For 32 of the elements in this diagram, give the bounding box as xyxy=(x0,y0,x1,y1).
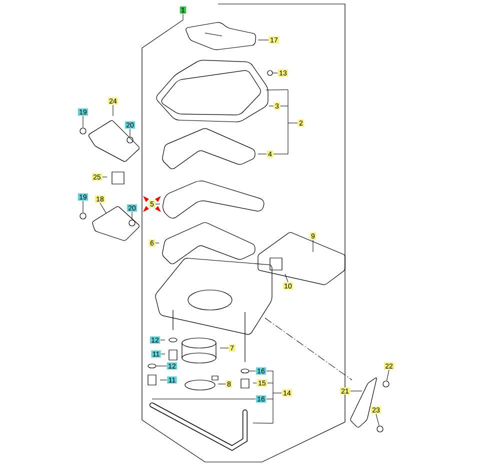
leader-line xyxy=(155,242,160,244)
bolt xyxy=(267,70,273,76)
bolt xyxy=(128,220,136,226)
leader-line xyxy=(249,370,256,372)
leader-line xyxy=(312,240,314,252)
leader-line xyxy=(266,370,274,372)
leader-line xyxy=(376,414,380,426)
bolt xyxy=(148,364,156,368)
bolt xyxy=(80,212,86,220)
leader-line xyxy=(386,370,390,382)
leader-line xyxy=(252,382,257,384)
leader-line xyxy=(272,392,282,394)
leader-line xyxy=(82,200,84,213)
leader-line xyxy=(252,422,274,424)
leader-line xyxy=(272,72,278,74)
bolt xyxy=(80,128,86,134)
bolt xyxy=(376,426,384,432)
leader-line xyxy=(284,274,288,282)
bolt xyxy=(126,136,134,144)
bolt xyxy=(240,368,250,374)
leader-line xyxy=(267,382,274,384)
leader-line xyxy=(350,390,362,392)
leader-line xyxy=(142,14,184,48)
leader-line xyxy=(102,176,108,178)
leader-line xyxy=(112,104,114,116)
leader-line xyxy=(100,202,106,214)
leader-line xyxy=(288,122,298,124)
leader-line xyxy=(152,398,256,400)
leader-line xyxy=(266,89,288,90)
leader-line xyxy=(266,398,274,400)
leader-line xyxy=(82,116,84,128)
bolt xyxy=(382,380,390,388)
